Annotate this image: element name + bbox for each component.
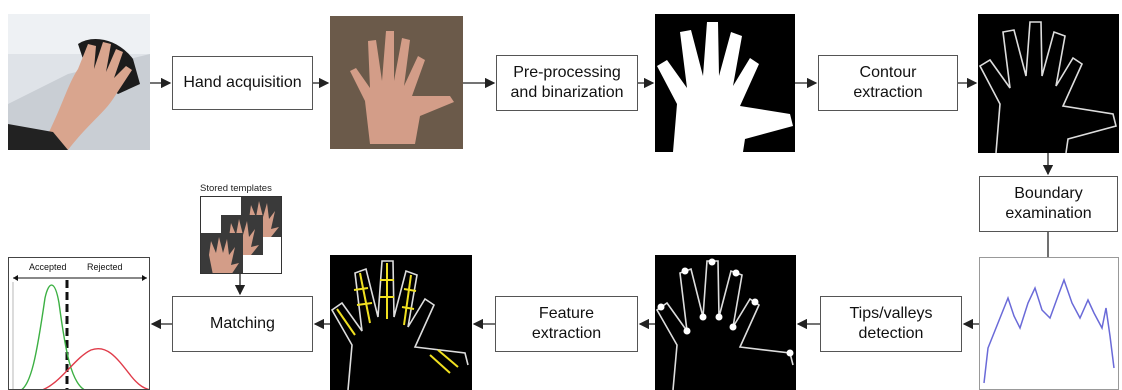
boundary-signal-plot	[979, 257, 1119, 390]
stored-templates-stack	[200, 196, 282, 274]
hand-acquisition-box: Hand acquisition	[172, 56, 313, 110]
boundary-examination-box: Boundary examination	[979, 176, 1118, 232]
contour-image	[978, 14, 1119, 153]
feature-lines-image	[330, 255, 472, 390]
tips-valleys-box: Tips/valleys detection	[820, 296, 962, 352]
matching-box: Matching	[172, 296, 313, 352]
rejected-label: Rejected	[87, 262, 123, 272]
accepted-label: Accepted	[29, 262, 67, 272]
tips-valleys-image	[655, 255, 796, 390]
binary-hand-image	[655, 14, 795, 152]
feature-extraction-box: Feature extraction	[495, 296, 638, 352]
stored-templates-label: Stored templates	[200, 183, 272, 194]
hand-on-scanner-photo	[8, 14, 150, 150]
hand-image	[330, 16, 463, 149]
contour-extraction-box: Contour extraction	[818, 55, 958, 111]
preprocessing-box: Pre-processing and binarization	[496, 55, 638, 111]
